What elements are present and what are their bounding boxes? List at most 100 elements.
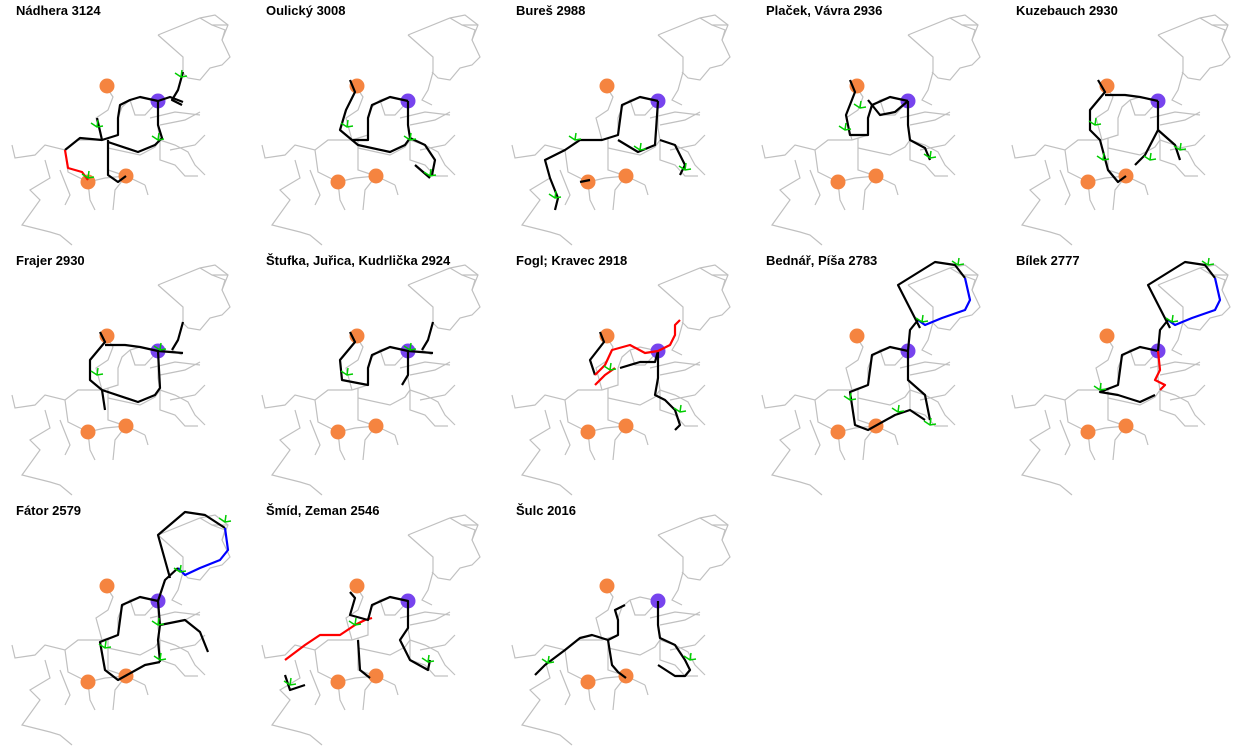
direction-arrow-icon (891, 404, 905, 413)
route-map (261, 14, 481, 246)
network-edge (669, 384, 706, 401)
control-point-marker (80, 424, 96, 440)
direction-arrow-icon (853, 100, 867, 109)
network-edge (394, 684, 399, 696)
network-edge (845, 337, 864, 391)
route-segment (156, 510, 226, 579)
direction-arrow-icon (90, 119, 104, 128)
network-edge (64, 149, 146, 186)
route-segment (414, 164, 431, 179)
network-edge (629, 599, 659, 616)
network-edge (644, 434, 649, 446)
network-edge (270, 409, 323, 496)
network-edge (657, 534, 684, 606)
route-map (261, 514, 481, 746)
network-edge (379, 349, 409, 366)
network-edge (907, 284, 934, 356)
network-edge (461, 24, 476, 41)
network-edge (211, 24, 226, 41)
network-edge (1157, 34, 1184, 106)
route-panel: Bílek 2777 (1000, 250, 1250, 500)
network-edge (159, 390, 198, 427)
network-edge (107, 139, 206, 176)
route-map (1011, 257, 1231, 496)
control-point-marker (580, 424, 596, 440)
network-edge (1011, 139, 1102, 159)
route-segment (105, 343, 184, 355)
direction-arrow-icon (81, 170, 95, 179)
network-edge (770, 409, 823, 496)
network-edge (1095, 337, 1114, 391)
control-point-marker (330, 174, 346, 190)
control-point-marker (80, 174, 96, 190)
route-segment (348, 591, 432, 672)
panel-title: Frajer 2930 (16, 253, 85, 268)
network-edge (1020, 409, 1073, 496)
network-edge (659, 390, 698, 427)
route-panel: Kuzebauch 2930 (1000, 0, 1250, 250)
direction-arrow-icon (923, 417, 937, 426)
route-segment (1088, 79, 1127, 184)
direction-arrow-icon (153, 652, 167, 661)
network-edge (659, 140, 698, 177)
direction-arrow-icon (403, 342, 417, 351)
network-edge (919, 384, 956, 401)
network-edge (520, 409, 573, 496)
route-segment (896, 260, 966, 329)
direction-arrow-icon (1096, 152, 1110, 161)
panel-title: Fátor 2579 (16, 503, 82, 518)
control-point-marker (618, 418, 634, 434)
network-edge (657, 284, 684, 356)
network-edge (564, 399, 646, 436)
panel-title: Štufka, Juřica, Kudrlička 2924 (266, 253, 451, 268)
route-panel: Fátor 2579 (0, 500, 250, 750)
direction-arrow-icon (173, 564, 187, 573)
route-segment (401, 351, 410, 386)
direction-arrow-icon (174, 69, 188, 78)
network-edge (314, 149, 396, 186)
network-edge (961, 24, 976, 41)
direction-arrow-icon (403, 132, 417, 141)
panel-title: Kuzebauch 2930 (1016, 3, 1118, 18)
direction-arrow-icon (843, 392, 857, 401)
direction-arrow-icon (1165, 314, 1179, 323)
direction-arrow-icon (915, 314, 929, 323)
network-edge (129, 99, 159, 116)
network-edge (564, 649, 646, 686)
route-segment (1157, 129, 1182, 161)
direction-arrow-icon (151, 617, 165, 626)
network-edge (607, 389, 706, 426)
highlighted-route-segment (594, 319, 681, 376)
network-edge (894, 184, 899, 196)
route-panel: Fogl; Kravec 2918 (500, 250, 750, 500)
control-point-marker (580, 174, 596, 190)
network-edge (629, 349, 659, 366)
route-panel: Nádhera 3124 (0, 0, 250, 250)
network-edge (409, 390, 448, 427)
panel-title: Bednář, Píša 2783 (766, 253, 878, 268)
network-edge (644, 684, 649, 696)
network-edge (261, 139, 352, 159)
control-point-marker (580, 674, 596, 690)
network-edge (159, 140, 198, 177)
network-edge (961, 274, 976, 291)
network-edge (1129, 349, 1159, 366)
panel-title: Nádhera 3124 (16, 3, 101, 18)
direction-arrow-icon (923, 150, 937, 159)
network-edge (357, 389, 456, 426)
direction-arrow-icon (423, 168, 437, 177)
panel-title: Šmíd, Zeman 2546 (266, 503, 380, 518)
network-edge (261, 389, 352, 409)
network-edge (1064, 399, 1146, 436)
route-segment (101, 350, 162, 404)
control-point-marker (330, 424, 346, 440)
highlighted-route-segment (1167, 277, 1222, 327)
route-map (761, 14, 981, 246)
control-point-marker (1080, 424, 1096, 440)
network-edge (157, 264, 231, 331)
direction-arrow-icon (283, 677, 297, 686)
network-edge (157, 14, 231, 81)
control-point-marker (118, 418, 134, 434)
route-map (1011, 14, 1231, 246)
direction-arrow-icon (603, 362, 617, 371)
